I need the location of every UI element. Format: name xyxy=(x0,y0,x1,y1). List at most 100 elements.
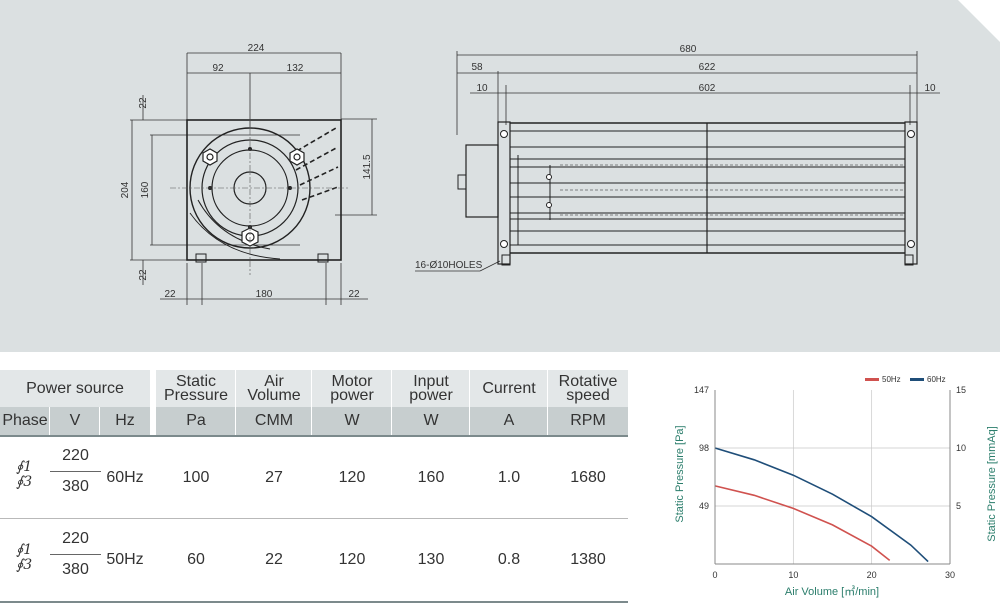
y-axis-label-right: Static Pressure [mmAq] xyxy=(986,426,998,542)
chart-axes: 0 10 20 30 49 98 147 5 10 15 xyxy=(694,385,966,580)
y-tick-label-left: 49 xyxy=(699,501,709,511)
unit-divider xyxy=(99,407,100,435)
unit-w-input: W xyxy=(392,407,470,435)
y-tick-label-right: 5 xyxy=(956,501,961,511)
header-divider xyxy=(235,370,236,435)
dim-622: 622 xyxy=(699,62,716,73)
front-view-drawing: 224 92 132 204 160 22 22 141.5 22 180 22 xyxy=(120,43,377,305)
row-divider xyxy=(0,518,628,519)
side-view-drawing: 680 58 622 10 602 10 16-Ø10HOLES xyxy=(415,44,940,272)
current-cell: 1.0 xyxy=(497,468,521,486)
voltage-220: 220 xyxy=(62,447,89,464)
header-air-volume: Air Volume xyxy=(236,370,312,407)
legend-swatch-50hz xyxy=(865,378,879,381)
dim-22-bottom: 22 xyxy=(138,269,149,281)
holes-note: 16-Ø10HOLES xyxy=(415,260,483,271)
y-tick-label-right: 15 xyxy=(956,385,966,395)
hz-cell: 50Hz xyxy=(106,551,144,568)
series-line-60hz xyxy=(714,447,929,563)
dim-22-right: 22 xyxy=(348,289,360,300)
x-tick-label: 10 xyxy=(788,570,798,580)
voltage-380: 380 xyxy=(62,561,89,578)
voltage-380: 380 xyxy=(62,478,89,495)
drawing-panel: 224 92 132 204 160 22 22 141.5 22 180 22 xyxy=(0,0,1000,352)
x-tick-label: 0 xyxy=(712,570,717,580)
header-bottom-line xyxy=(0,435,628,437)
dim-58: 58 xyxy=(471,62,483,73)
column-gap xyxy=(150,370,156,435)
speed-cell: 1680 xyxy=(570,468,606,486)
unit-a: A xyxy=(470,407,548,435)
x-tick-label: 20 xyxy=(867,570,877,580)
table-bottom-line xyxy=(0,601,628,603)
legend-label-50hz: 50Hz xyxy=(882,375,901,384)
header-power-source: Power source xyxy=(0,370,150,407)
y-tick-label-left: 98 xyxy=(699,443,709,453)
series-line-50hz xyxy=(714,485,891,562)
dim-22-left: 22 xyxy=(164,289,176,300)
dim-602: 602 xyxy=(699,83,716,94)
unit-w-motor: W xyxy=(312,407,392,435)
motor-power-cell: 120 xyxy=(338,468,366,486)
dim-224: 224 xyxy=(248,43,265,54)
performance-chart: 0 10 20 30 49 98 147 5 10 15 Air Volume [㎥/min] S… xyxy=(665,368,1000,609)
voltage-220: 220 xyxy=(62,530,89,547)
chart-grid xyxy=(715,390,950,564)
chart-svg: 0 10 20 30 49 98 147 5 10 15 Air Volume [㎥/min] S… xyxy=(674,375,998,598)
dim-22-top: 22 xyxy=(138,97,149,109)
unit-rpm: RPM xyxy=(548,407,628,435)
input-power-cell: 130 xyxy=(417,551,445,568)
legend-label-60hz: 60Hz xyxy=(927,375,946,384)
x-tick-label: 30 xyxy=(945,570,955,580)
air-volume-cell: 27 xyxy=(265,468,283,486)
pressure-cell: 60 xyxy=(187,551,205,568)
pressure-cell: 100 xyxy=(182,468,210,486)
phase-three: ∮3 xyxy=(16,557,33,573)
dim-141-5: 141.5 xyxy=(362,154,373,179)
voltage-divider xyxy=(50,471,101,472)
header-divider xyxy=(311,370,312,435)
phase-three: ∮3 xyxy=(16,474,33,490)
dim-204: 204 xyxy=(120,181,131,198)
voltage-cell: 220 380 xyxy=(48,530,103,579)
unit-phase: Phase xyxy=(0,407,50,435)
y-tick-label-left: 147 xyxy=(694,385,709,395)
y-axis-label-left: Static Pressure [Pa] xyxy=(674,425,686,522)
dim-10-right: 10 xyxy=(924,83,936,94)
hz-cell: 60Hz xyxy=(106,468,144,486)
unit-v: V xyxy=(50,407,100,435)
dim-132: 132 xyxy=(287,63,304,74)
header-current: Current xyxy=(470,370,548,407)
chart-legend: 50Hz 60Hz xyxy=(865,375,946,384)
header-divider xyxy=(391,370,392,435)
input-power-cell: 160 xyxy=(417,468,445,486)
dim-92: 92 xyxy=(212,63,224,74)
header-divider xyxy=(547,370,548,435)
spec-table: Power source Static Pressure Air Volume … xyxy=(0,370,628,606)
header-rotative-speed: Rotative speed xyxy=(548,370,628,407)
unit-hz: Hz xyxy=(100,407,150,435)
motor-power-cell: 120 xyxy=(338,551,366,568)
legend-swatch-60hz xyxy=(910,378,924,381)
phase-single: ∮1 xyxy=(16,459,33,475)
corner-cut xyxy=(958,0,1000,42)
header-input-power: Input power xyxy=(392,370,470,407)
phase-cell: ∮1 ∮3 xyxy=(16,460,32,490)
phase-single: ∮1 xyxy=(16,542,33,558)
voltage-cell: 220 380 xyxy=(48,447,103,496)
voltage-divider xyxy=(50,554,101,555)
unit-cmm: CMM xyxy=(236,407,312,435)
current-cell: 0.8 xyxy=(497,551,521,568)
phase-cell: ∮1 ∮3 xyxy=(16,543,32,573)
unit-pa: Pa xyxy=(156,407,236,435)
header-motor-power: Motor power xyxy=(312,370,392,407)
dim-160: 160 xyxy=(140,181,151,198)
chart-series xyxy=(714,447,929,563)
dim-680: 680 xyxy=(680,44,697,55)
unit-divider xyxy=(49,407,50,435)
header-static-pressure: Static Pressure xyxy=(156,370,236,407)
x-axis-label: Air Volume [㎥/min] xyxy=(785,585,879,598)
header-divider xyxy=(469,370,470,435)
y-tick-label-right: 10 xyxy=(956,443,966,453)
speed-cell: 1380 xyxy=(570,551,606,568)
